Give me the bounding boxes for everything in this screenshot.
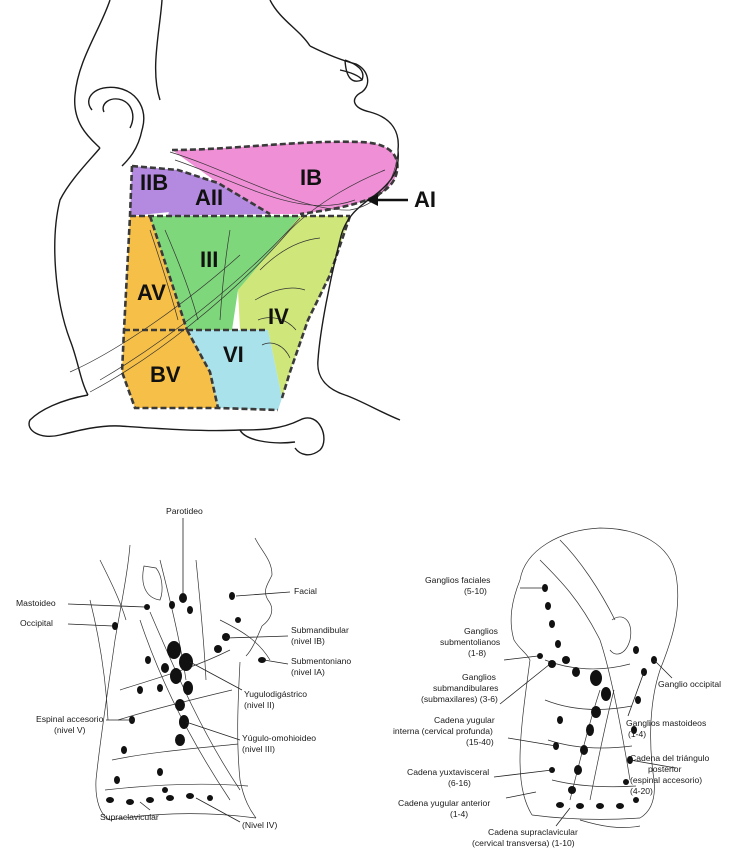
label-parotideo: Parotideo: [166, 506, 203, 516]
label-faciales-n: (5-10): [464, 586, 487, 596]
zone-label-iii: III: [200, 247, 218, 272]
label-espinal: Espinal accesorio: [36, 714, 104, 724]
ai-label: AI: [414, 187, 436, 212]
label-yugular-anterior: Cadena yugular anterior: [398, 798, 490, 808]
label-submentolianos-2: submentolianos: [440, 637, 500, 647]
label-yugulo-omohioideo: Yúgulo-omohioideo: [242, 733, 316, 743]
label-faciales: Ganglios faciales: [425, 575, 490, 585]
label-submentolianos-n: (1-8): [468, 648, 486, 658]
zone-label-vi: VI: [223, 342, 244, 367]
label-yugular-interna-2: interna (cervical profunda): [393, 726, 493, 736]
label-facial: Facial: [294, 586, 317, 596]
zone-label-ib: IB: [300, 165, 322, 190]
label-mastoideos-n: (1-4): [628, 729, 646, 739]
label-yuxtavisceral: Cadena yuxtavisceral: [407, 767, 489, 777]
label-supraclavicular: Supraclavicular: [100, 812, 159, 822]
label-yuxtavisceral-n: (6-16): [448, 778, 471, 788]
label-triangulo-3: (espinal accesorio): [630, 775, 702, 785]
label-yugular-interna-n: (15-40): [466, 737, 494, 747]
label-nivel-iv: (Nivel IV): [242, 820, 277, 830]
label-yugulo-omohioideo-level: (nivel III): [242, 744, 275, 754]
label-occipital-r: Ganglio occipital: [658, 679, 721, 689]
label-submandibulares-2: submandibulares: [433, 683, 498, 693]
label-triangulo-n: (4-20): [630, 786, 653, 796]
label-submandibulares-3: (submaxilares) (3-6): [421, 694, 498, 704]
zone-label-av: AV: [137, 280, 166, 305]
label-yugular-anterior-n: (1-4): [450, 809, 468, 819]
zone-label-bv: BV: [150, 362, 181, 387]
label-submandibular-level: (nivel IB): [291, 636, 325, 646]
label-submandibulares: Ganglios: [462, 672, 496, 682]
lymph-chains-neck-diagram: Parotideo Mastoideo Occipital Facial Sub…: [16, 506, 351, 830]
label-yugular-interna: Cadena yugular: [434, 715, 495, 725]
label-submandibular: Submandibular: [291, 625, 349, 635]
label-occipital: Occipital: [20, 618, 53, 628]
label-submentolianos: Ganglios: [464, 626, 498, 636]
label-yugulodigastrico-level: (nivel II): [244, 700, 275, 710]
label-triangulo-2: posterior: [648, 764, 682, 774]
label-triangulo: Cadena del triángulo: [630, 753, 710, 763]
label-mastoideo: Mastoideo: [16, 598, 56, 608]
neck-levels-diagram: IB IIB AII III AV IV BV VI AI: [29, 0, 436, 455]
zone-label-iib: IIB: [140, 170, 168, 195]
lymph-nodes-head-diagram: Ganglios faciales (5-10) Ganglios submen…: [393, 528, 721, 848]
label-submentoniano-level: (nivel IA): [291, 667, 325, 677]
label-submentoniano: Submentoniano: [291, 656, 351, 666]
zone-label-iv: IV: [268, 304, 289, 329]
label-supraclavicular-r-2: (cervical transversa) (1-10): [472, 838, 575, 848]
label-supraclavicular-r: Cadena supraclavicular: [488, 827, 578, 837]
label-mastoideos: Ganglios mastoideos: [626, 718, 706, 728]
label-espinal-level: (nivel V): [54, 725, 86, 735]
zone-label-aii: AII: [195, 185, 223, 210]
label-yugulodigastrico: Yugulodigástrico: [244, 689, 307, 699]
